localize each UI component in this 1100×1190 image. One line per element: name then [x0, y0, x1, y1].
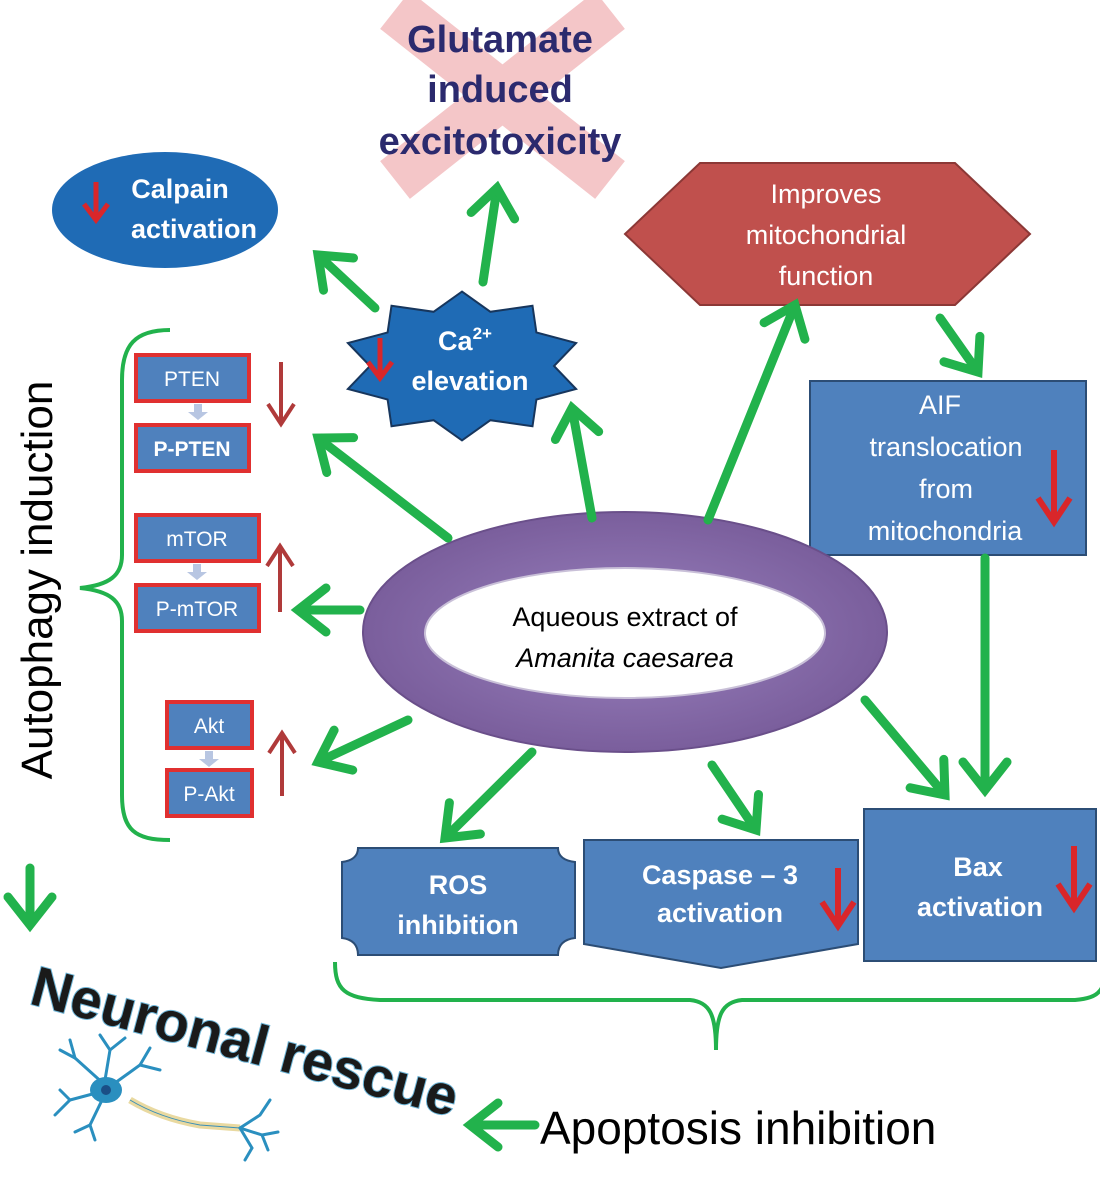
bax-down-arrow-icon: [1055, 846, 1093, 914]
mitochondria-line-2: mitochondrial: [746, 220, 907, 250]
mtor-small-arrow-icon: [187, 564, 207, 580]
arrow-to-bax: [860, 695, 950, 801]
pathway-group: PTEN P-PTEN mTOR P-mTOR Akt: [79, 328, 297, 842]
arrow-to-glutamate: [466, 180, 520, 287]
center-node: Aqueous extract of Amanita caesarea: [362, 511, 888, 753]
ros-line-2: inhibition: [397, 910, 518, 940]
bax-node: Bax activation: [863, 808, 1097, 962]
mtor-box: mTOR: [134, 513, 261, 563]
autophagy-bracket: [79, 328, 171, 842]
caspase-down-arrow-icon: [819, 868, 857, 932]
caspase-line-2: activation: [657, 898, 783, 928]
cross-stroke-b: [380, 0, 625, 199]
glutamate-line-3: excitotoxicity: [379, 121, 622, 163]
center-line-1: Aqueous extract of: [512, 602, 738, 632]
caspase-box: [583, 839, 859, 970]
calcium-line-2: elevation: [411, 366, 528, 396]
arrow-to-calpain: [312, 250, 380, 313]
calpain-node: Calpain activation: [52, 152, 278, 268]
ros-node: ROS inhibition: [341, 847, 576, 956]
arrow-to-ros: [439, 747, 537, 844]
apoptosis-label: Apoptosis inhibition: [540, 1102, 936, 1154]
calcium-node: Ca2+ elevation: [346, 290, 578, 442]
arrow-mito-to-aif: [935, 313, 985, 378]
glutamate-node: Glutamate induced excitotoxicity: [379, 0, 625, 199]
aif-line-1: AIF: [919, 390, 961, 420]
p-mtor-box: P-mTOR: [134, 583, 261, 633]
aif-node: AIF translocation from mitochondria: [809, 380, 1087, 556]
arrow-to-mtor: [290, 583, 365, 637]
mtor-up-arrow-icon: [265, 542, 295, 612]
pten-small-arrow-icon: [188, 404, 208, 420]
neuron-icon: [53, 1033, 280, 1162]
calpain-ellipse: [52, 152, 278, 268]
arrow-aif-to-bax: [958, 553, 1012, 798]
aif-down-arrow-icon: [1035, 450, 1073, 528]
akt-label: Akt: [194, 715, 225, 738]
calpain-line-2: activation: [131, 214, 257, 244]
calcium-star-shape: [346, 290, 578, 442]
aif-box: [809, 380, 1087, 556]
calcium-down-arrow-icon: [366, 338, 394, 383]
p-akt-box: P-Akt: [165, 768, 254, 818]
neuronal-rescue-label: Neuronal rescue: [25, 954, 465, 1128]
ros-box: [341, 847, 576, 956]
akt-box: Akt: [165, 700, 254, 750]
mitochondria-line-1: Improves: [770, 179, 881, 209]
arrow-to-caspase: [707, 760, 763, 837]
pten-down-arrow-icon: [266, 362, 296, 428]
mitochondria-hexagon: [623, 162, 1032, 306]
p-mtor-label: P-mTOR: [156, 598, 238, 621]
arrow-layer: [3, 180, 1012, 1152]
calpain-down-arrow-icon: [82, 182, 110, 225]
p-pten-box: P-PTEN: [134, 423, 251, 473]
mitochondria-line-3: function: [779, 261, 874, 291]
center-hole: [424, 567, 826, 699]
mitochondria-node: Improves mitochondrial function: [623, 162, 1032, 306]
akt-up-arrow-icon: [267, 729, 297, 796]
apoptosis-bracket: [333, 961, 1100, 1051]
glutamate-line-1: Glutamate: [407, 19, 593, 61]
pten-label: PTEN: [164, 368, 220, 391]
p-akt-label: P-Akt: [183, 783, 235, 806]
glutamate-line-2: induced: [427, 69, 573, 111]
caspase-line-1: Caspase – 3: [642, 860, 798, 890]
aif-line-3: from: [919, 474, 973, 504]
calcium-label: Ca2+: [438, 324, 492, 356]
bax-line-2: activation: [917, 892, 1043, 922]
pten-box: PTEN: [134, 353, 251, 403]
arrow-to-pten: [312, 433, 453, 543]
aif-line-2: translocation: [869, 432, 1022, 462]
arrow-apoptosis-to-neuronal: [462, 1098, 540, 1152]
arrow-to-mitochondria: [703, 298, 810, 525]
arrow-to-akt: [311, 715, 413, 775]
caspase-node: Caspase – 3 activation: [583, 839, 859, 970]
calpain-line-1: Calpain: [131, 174, 229, 204]
akt-small-arrow-icon: [199, 751, 219, 767]
arrow-autophagy-to-neuronal: [3, 863, 57, 933]
p-pten-label: P-PTEN: [153, 438, 230, 461]
bax-line-1: Bax: [953, 852, 1003, 882]
mtor-label: mTOR: [166, 528, 227, 551]
ros-line-1: ROS: [429, 870, 488, 900]
aif-line-4: mitochondria: [868, 516, 1024, 546]
center-line-2: Amanita caesarea: [514, 643, 734, 673]
autophagy-label: Autophagy induction: [13, 381, 62, 780]
arrow-to-calcium: [550, 400, 604, 523]
